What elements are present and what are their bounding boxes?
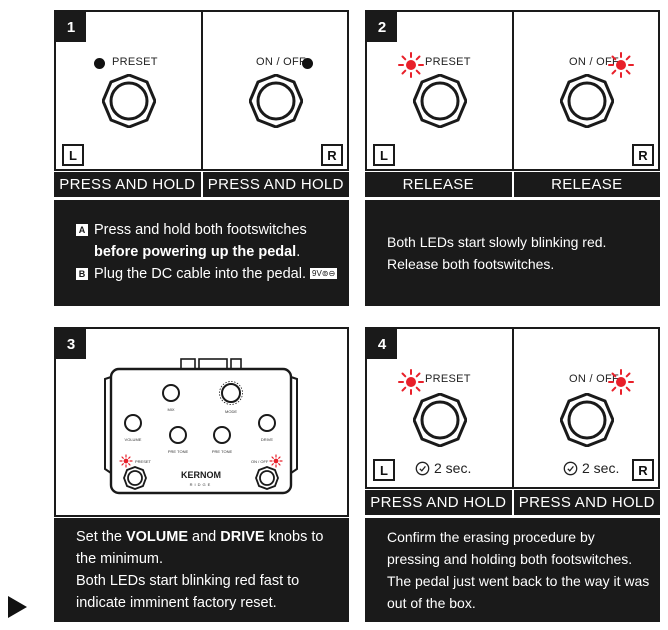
step-4-diagram: 4 PRESET L 2 sec. ON / OFF	[365, 327, 660, 489]
step-number: 2	[367, 12, 397, 42]
step-4-action-bar: PRESS AND HOLD PRESS AND HOLD	[365, 490, 660, 515]
left-action: PRESS AND HOLD	[59, 176, 196, 193]
right-action: PRESS AND HOLD	[518, 494, 655, 511]
step-number: 4	[367, 329, 397, 359]
pedal-illustration: MIX MODE VOLUME PRE TONE PRE TONE DRIVE …	[104, 358, 298, 495]
right-action: PRESS AND HOLD	[207, 176, 344, 193]
left-footswitch-icon	[413, 393, 467, 447]
onoff-led-label: ON / OFF	[569, 56, 620, 68]
step-1-action-bar: PRESS AND HOLD PRESS AND HOLD	[54, 172, 349, 197]
clock-icon	[415, 461, 430, 475]
right-timer: 2 sec.	[563, 460, 619, 476]
play-arrow-icon[interactable]	[8, 596, 27, 618]
preset-led-blinking-icon	[398, 369, 424, 395]
drive-keyword: DRIVE	[220, 529, 265, 545]
step-2-action-bar: RELEASE RELEASE	[365, 172, 660, 197]
right-footswitch-icon	[560, 74, 614, 128]
knob-label: PRE TONE	[212, 449, 233, 454]
divider	[512, 329, 514, 487]
step-2-diagram: 2 PRESET L ON / OFF R	[365, 10, 660, 171]
marker-b: B	[76, 268, 88, 280]
step-1-diagram: 1 PRESET L ON / OFF R	[54, 10, 349, 171]
right-footswitch-icon	[560, 393, 614, 447]
left-tag: L	[62, 144, 84, 166]
left-footswitch-icon	[413, 74, 467, 128]
left-action: RELEASE	[402, 176, 474, 193]
preset-led-blinking-icon	[398, 52, 424, 78]
volume-keyword: VOLUME	[125, 529, 189, 545]
knob-label: PRE TONE	[168, 449, 189, 454]
left-tag: L	[373, 144, 395, 166]
step-number: 3	[56, 329, 86, 359]
marker-a: A	[76, 224, 88, 236]
pedal-left-footswitch-icon	[123, 466, 147, 490]
pedal-onoff-label: ON / OFF	[251, 459, 269, 464]
step-2-description: Both LEDs start slowly blinking red. Rel…	[365, 200, 660, 306]
onoff-led-blinking-icon	[608, 52, 634, 78]
knob-label: VOLUME	[125, 437, 142, 442]
preset-led-label: PRESET	[112, 56, 158, 68]
onoff-led-icon	[302, 58, 313, 69]
knob-label: MIX	[167, 407, 174, 412]
preset-led-label: PRESET	[425, 56, 471, 68]
step-3-diagram: 3 MIX MODE VOLUME PRE TONE PRE TONE DRIV…	[54, 327, 349, 517]
onoff-led-label: ON / OFF	[256, 56, 307, 68]
onoff-led-blinking-icon	[608, 369, 634, 395]
knob-label: DRIVE	[261, 437, 274, 442]
pedal-brand: KERNOM	[181, 470, 221, 480]
left-footswitch-icon	[102, 74, 156, 128]
power-badge: 9V⊚⊖	[310, 268, 338, 279]
right-tag: R	[632, 144, 654, 166]
left-action: PRESS AND HOLD	[370, 494, 507, 511]
onoff-led-label: ON / OFF	[569, 373, 620, 385]
preset-led-blinking-icon	[119, 454, 133, 468]
knob-label: MODE	[225, 409, 237, 414]
preset-led-label: PRESET	[425, 373, 471, 385]
divider	[201, 12, 203, 169]
pedal-preset-label: PRESET	[135, 459, 152, 464]
pedal-right-footswitch-icon	[255, 466, 279, 490]
step-3-description: Set the VOLUME and DRIVE knobs to the mi…	[54, 518, 349, 622]
pedal-model: RIDGE	[190, 482, 213, 487]
right-footswitch-icon	[249, 74, 303, 128]
preset-led-icon	[94, 58, 105, 69]
left-timer: 2 sec.	[415, 460, 471, 476]
right-tag: R	[632, 459, 654, 481]
divider	[512, 12, 514, 169]
step-4-description: Confirm the erasing procedure by pressin…	[365, 518, 660, 622]
left-tag: L	[373, 459, 395, 481]
onoff-led-blinking-icon	[269, 454, 283, 468]
right-tag: R	[321, 144, 343, 166]
step-number: 1	[56, 12, 86, 42]
clock-icon	[563, 461, 578, 475]
right-action: RELEASE	[551, 176, 623, 193]
